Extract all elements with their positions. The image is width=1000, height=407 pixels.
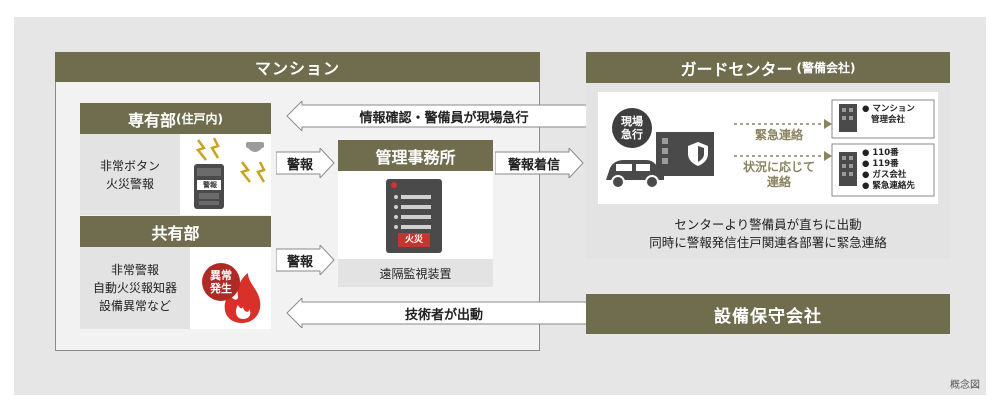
private-area-title: 専有部 [128, 110, 177, 130]
caption: 概念図 [950, 380, 980, 391]
private-area-items: 非常ボタン 火災警報 [80, 134, 180, 215]
engineer-arrow [286, 298, 588, 328]
guard-center-footer: センターより警備員が直ちに出動 同時に警報発信住戸関連各部署に緊急連絡 [586, 212, 950, 256]
engineer-label: 技術者が出動 [404, 307, 483, 323]
dest-management-company: ● マンション 管理会社 [862, 104, 915, 126]
guard-center-header: ガードセンター(警備会社) [586, 52, 950, 83]
private-area-subtitle: (住戸内) [176, 112, 223, 126]
dest-item: ● ガス会社 [862, 170, 907, 180]
guard-center-illustration: 現場 急行 緊急連絡 状況に応じて 連絡 ● マンション 管理会社 ● 110番… [598, 92, 938, 204]
dispatch-arrow [286, 101, 588, 131]
anomaly-badge: 異常 発生 [202, 263, 240, 301]
office-illustration: 火災 [338, 171, 493, 259]
common-area-items: 非常警報 自動火災報知器 設備異常など [80, 247, 190, 329]
mansion-title: マンション [55, 52, 540, 82]
dest-item-text: マンション [872, 104, 915, 114]
dest-item-text: ガス会社 [872, 170, 907, 180]
guard-footer-line: センターより警備員が直ちに出動 [674, 217, 862, 232]
guard-footer-line: 同時に警報発信住戸関連各部署に緊急連絡 [649, 235, 887, 250]
conditional-contact-line: 連絡 [766, 175, 791, 189]
alarm-receive-label: 警報着信 [507, 157, 560, 173]
rush-badge-line: 急行 [621, 128, 643, 141]
conditional-contact-label: 状況に応じて 連絡 [736, 160, 822, 190]
rush-badge-line: 現場 [621, 115, 643, 128]
private-item: 火災警報 [105, 176, 154, 191]
dispatch-label: 情報確認・警備員が現場急行 [359, 110, 529, 126]
common-area-title: 共有部 [80, 216, 271, 247]
anomaly-badge-line: 異常 [210, 269, 232, 282]
anomaly-badge-line: 発生 [210, 282, 232, 295]
private-item: 非常ボタン [99, 158, 160, 173]
guard-center-subtitle: (警備会社) [796, 61, 856, 75]
dest-item-text: 緊急連絡先 [872, 181, 915, 191]
rush-badge: 現場 急行 [612, 108, 652, 148]
common-item: 非常警報 [110, 263, 159, 277]
fire-icon [224, 273, 261, 323]
dest-item-text: 110番 [872, 148, 899, 158]
conditional-contact-line: 状況に応じて [742, 160, 815, 174]
alarm-receive-arrow [495, 148, 584, 178]
dest-item: ● 110番 [862, 148, 899, 158]
emergency-contact-label: 緊急連絡 [754, 128, 803, 142]
dest-item: ● 119番 [862, 159, 899, 169]
guard-center-title: ガードセンター [680, 59, 793, 79]
alarm-arrow-2 [276, 245, 335, 275]
dest-item-text: 119番 [872, 159, 899, 169]
private-area-illustration: 警報 [180, 134, 271, 215]
dest-item-text: 管理会社 [871, 115, 906, 125]
alarm-label-1: 警報 [286, 157, 313, 173]
guard-building-icon [606, 99, 935, 197]
alarm-panel-label: 警報 [203, 181, 217, 189]
alarm-panel-icon [194, 137, 266, 209]
common-item: 自動火災報知器 [92, 281, 177, 295]
common-item: 設備異常など [98, 299, 171, 313]
maintenance-company: 設備保守会社 [586, 294, 950, 334]
remote-monitor-label: 遠隔監視装置 [338, 259, 493, 287]
dest-item: ● マンション [862, 104, 915, 114]
office-title: 管理事務所 [338, 140, 493, 171]
alarm-arrow-1 [276, 148, 335, 178]
fire-panel-label: 火災 [404, 235, 423, 245]
dest-item: ● 緊急連絡先 [862, 181, 915, 191]
common-area-illustration: 異常 発生 [190, 247, 271, 329]
alarm-label-2: 警報 [286, 254, 313, 270]
remote-monitor-icon [386, 179, 442, 253]
private-area-header: 専有部(住戸内) [80, 103, 271, 134]
dest-emergency-list: ● 110番 ● 119番 ● ガス会社 ● 緊急連絡先 [862, 148, 915, 192]
